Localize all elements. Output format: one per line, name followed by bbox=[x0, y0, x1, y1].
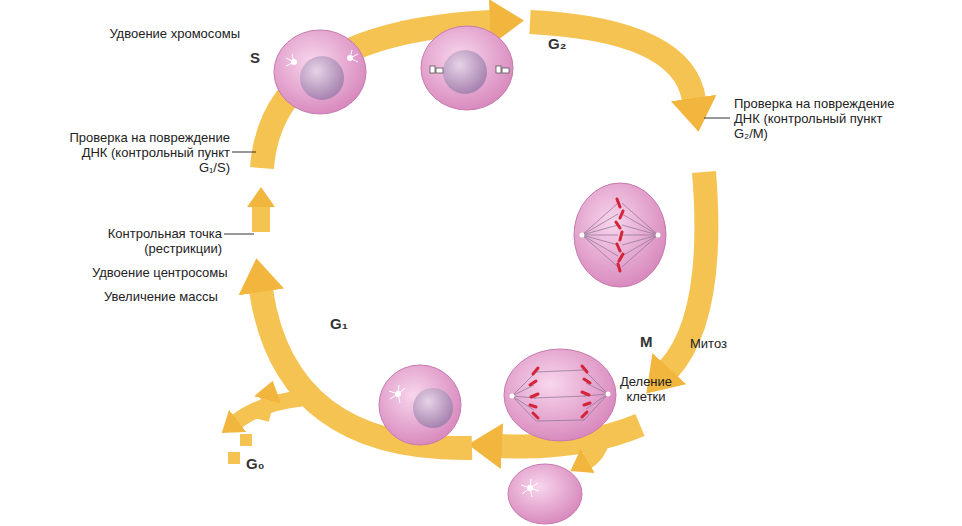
leader-line bbox=[232, 152, 256, 153]
nucleus bbox=[443, 50, 487, 94]
centriole bbox=[502, 68, 509, 73]
phase-note: Деление клетки bbox=[606, 374, 686, 404]
dash-square bbox=[240, 434, 252, 446]
phase-name: M bbox=[640, 334, 664, 349]
spindle-pole bbox=[580, 233, 585, 238]
g1-phase-arrow bbox=[261, 290, 472, 448]
cell-s-phase bbox=[274, 30, 366, 114]
phase-name: G₁ bbox=[330, 316, 360, 331]
centrosome bbox=[527, 485, 533, 491]
nucleus bbox=[413, 388, 453, 428]
nucleus bbox=[300, 56, 344, 100]
cycle-arrows bbox=[228, 22, 706, 464]
phase-note: Удвоение хромосомы bbox=[70, 26, 240, 41]
centrosome-rays bbox=[389, 385, 405, 403]
cell-g1-phase bbox=[379, 365, 461, 445]
cell-body bbox=[274, 30, 366, 114]
cell-anaphase bbox=[504, 349, 616, 441]
daughter-cell bbox=[508, 464, 582, 524]
centrosome bbox=[347, 55, 353, 61]
phase-note: Увеличение массы bbox=[104, 289, 254, 304]
cell-body bbox=[504, 349, 616, 441]
spindle-pole bbox=[510, 394, 515, 399]
checkpoint-note: Проверка на повреждение ДНК (контрольный… bbox=[734, 96, 906, 141]
dash-square bbox=[228, 452, 240, 464]
centrosome bbox=[395, 391, 401, 397]
cell-g2-phase bbox=[421, 26, 513, 110]
phase-name: S bbox=[250, 50, 274, 65]
g0-return-arrow bbox=[262, 398, 268, 420]
phase-name: G₂ bbox=[548, 36, 578, 51]
chromosomes bbox=[530, 366, 590, 418]
g0-exit-arrow bbox=[236, 398, 305, 422]
centriole bbox=[436, 68, 443, 73]
phase-note: Удвоение центросомы bbox=[92, 265, 262, 280]
checkpoint-note: Проверка на повреждение ДНК (контрольный… bbox=[50, 130, 230, 175]
centriole bbox=[430, 66, 435, 73]
phase-note: Митоз bbox=[690, 336, 770, 351]
centrosome-rays bbox=[286, 50, 358, 66]
centrosome bbox=[291, 59, 297, 65]
cell-body bbox=[421, 26, 513, 110]
leader-line bbox=[704, 118, 730, 119]
phase-name: G₀ bbox=[246, 456, 276, 471]
g2-phase-arrow bbox=[530, 22, 694, 100]
leader-line bbox=[224, 234, 254, 235]
cell-body bbox=[379, 365, 461, 445]
spindle-pole bbox=[656, 233, 661, 238]
division-arrow bbox=[586, 440, 602, 462]
chromosomes bbox=[616, 199, 623, 271]
restriction-arrow bbox=[252, 205, 270, 232]
cell-body bbox=[508, 464, 582, 524]
centrosome-rays bbox=[521, 479, 539, 497]
checkpoint-note: Контрольная точка (рестрикции) bbox=[40, 226, 222, 256]
spindle-pole bbox=[606, 392, 611, 397]
cell-metaphase bbox=[574, 183, 666, 287]
spindle-fibres bbox=[512, 370, 608, 421]
cell-body bbox=[574, 183, 666, 287]
centriole bbox=[496, 66, 501, 73]
